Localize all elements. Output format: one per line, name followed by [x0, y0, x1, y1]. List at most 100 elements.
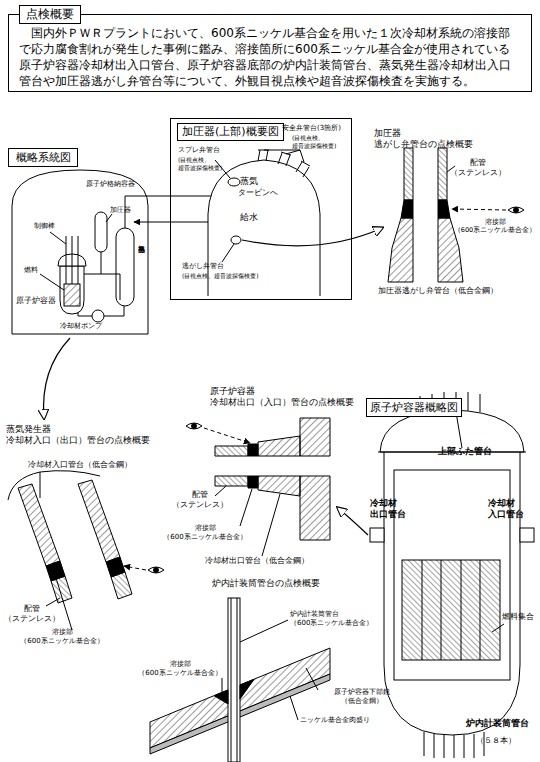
incore-nozzle-section-part — [306, 668, 318, 690]
system-sketch-part — [78, 312, 92, 316]
sg-nozzle-section-part — [111, 572, 132, 599]
relief-nozzle-section-part — [514, 208, 519, 213]
reactor-vessel-sketch-part — [520, 528, 534, 542]
flow-label: タービンへ — [238, 188, 278, 198]
summary-box: 点検概要国内外ＰＷＲプラントにおいて、600系ニッケル基合金を用いた１次冷却材系… — [8, 14, 532, 92]
part-label: 制御棒 — [34, 222, 55, 231]
material-label: 溶接部 （600系ニッケル基合金） — [7, 628, 117, 646]
part-label: 冷却材 入口管台 — [488, 498, 540, 521]
vessel-nozzle-section-part — [240, 489, 252, 526]
part-label: 炉内計装筒管台 — [466, 718, 529, 729]
part-label: 加圧器 — [110, 206, 131, 215]
material-label: ニッケル基合金肉盛り — [300, 716, 370, 725]
material-label: 溶接部 （600系ニッケル基合金） — [125, 660, 235, 678]
material-label: 原子炉容器下部鏡 （低合金鋼） — [312, 688, 412, 706]
vessel-nozzle-section-part — [262, 494, 280, 556]
relief-nozzle-section — [388, 148, 524, 282]
pressurizer-sketch-part — [296, 161, 310, 177]
system-sketch-part — [12, 170, 148, 334]
vessel-nozzle-section-part — [248, 444, 258, 456]
incore-nozzle-section-part — [228, 598, 240, 762]
vessel-nozzle-section-part — [204, 428, 250, 443]
incore-nozzle-section-part — [240, 679, 254, 699]
detail-title: 蒸気発生器 冷却材入口（出口）管台の点検概要 — [6, 424, 196, 447]
reactor-vessel-sketch-part — [468, 392, 469, 411]
inspection-note: (目視点検、 超音波探傷検査) — [292, 134, 350, 149]
panel-tag: 概略系統図 — [8, 148, 78, 167]
system-sketch-part — [95, 212, 107, 252]
material-label: 炉内計装筒管台 （600系ニッケル基合金） — [290, 610, 420, 628]
relief-nozzle-section-part — [452, 209, 506, 210]
detail-title: 加圧器 逃がし弁管台の点検概要 — [374, 128, 524, 151]
reactor-vessel-sketch-part — [461, 560, 462, 660]
detail-title: 原子炉容器 冷却材出口（入口）管台の点検概要 — [210, 386, 410, 409]
callout-arrow — [338, 508, 368, 535]
callout-arrow — [44, 338, 70, 418]
material-label: 冷却材出口管台（低合金鋼） — [205, 556, 309, 566]
system-sketch-part — [92, 310, 104, 322]
reactor-vessel-sketch-part — [434, 734, 435, 758]
incore-nozzle-section-part — [290, 696, 298, 720]
sg-nozzle-section-part — [51, 576, 72, 603]
summary-text: 国内外ＰＷＲプラントにおいて、600系ニッケル基合金を用いた１次冷却材系統の溶接… — [9, 15, 531, 89]
material-label: 配管 （ステンレス） — [160, 490, 240, 510]
pressurizer-sketch-part — [278, 152, 291, 166]
part-label: 原子炉格納容器 — [86, 180, 135, 189]
reactor-vessel-sketch-part — [492, 624, 504, 632]
relief-nozzle-section-part — [508, 207, 524, 213]
reactor-vessel-sketch — [370, 392, 534, 758]
vessel-nozzle-section-part — [258, 476, 300, 496]
system-sketch-part — [104, 306, 124, 316]
pressurizer-sketch-part — [264, 150, 304, 162]
system-sketch-part — [72, 236, 73, 284]
material-label: 冷却材入口管台（低合金鋼） — [28, 460, 132, 470]
vessel-nozzle-section-part — [300, 418, 330, 456]
part-label: スプレ弁管台 — [178, 146, 220, 155]
panel-title: 加圧器(上部)概要図 — [177, 123, 284, 141]
vessel-nozzle-section-part — [215, 486, 226, 496]
incore-nozzle-section-part — [237, 598, 238, 762]
inspection-note: (目視点検、超音波探傷検査) — [182, 272, 259, 280]
reactor-vessel-sketch-part — [480, 394, 481, 412]
system-sketch-part — [50, 232, 66, 244]
reactor-vessel-sketch-part — [422, 560, 423, 660]
sg-nozzle-section-part — [124, 566, 146, 570]
system-sketch-part — [78, 236, 79, 284]
incore-nozzle-section-part — [231, 598, 232, 762]
reactor-vessel-sketch-part — [474, 734, 475, 758]
system-sketch-part — [106, 214, 112, 222]
sg-nozzle-section-part — [148, 567, 164, 573]
flow-label: 給水 — [240, 212, 258, 223]
relief-nozzle-section-part — [401, 200, 413, 218]
box-heading: 点検概要 — [19, 5, 81, 24]
vessel-nozzle-section-part — [186, 423, 202, 429]
material-label: 溶接部 （600系ニッケル基合金） — [440, 218, 540, 234]
reactor-vessel-sketch-part — [456, 412, 462, 448]
sg-nozzle-section-part — [78, 480, 120, 562]
material-label: 加圧器逃がし弁管台（低合金鋼） — [378, 286, 498, 296]
vessel-nozzle-section-part — [258, 436, 300, 456]
reactor-vessel-sketch-part — [402, 560, 500, 660]
part-label: 上部ふた管台 — [438, 446, 492, 457]
pressurizer-sketch-part — [222, 244, 234, 262]
vessel-nozzle-section-part — [192, 424, 197, 429]
pressurizer-sketch-part — [228, 178, 240, 186]
relief-nozzle-section-part — [438, 200, 450, 218]
reactor-vessel-sketch-part — [384, 452, 520, 735]
part-label: 逃がし弁管台 — [182, 262, 224, 271]
vessel-nozzle-section-part — [215, 476, 248, 486]
part-label: 冷却材ポンプ — [60, 322, 102, 331]
sg-nozzle-section-part — [8, 471, 100, 500]
incore-nozzle-section-part — [240, 620, 288, 642]
part-label: 安全弁管台(3箇所) — [282, 124, 341, 133]
reactor-vessel-sketch-part — [454, 735, 455, 758]
vessel-nozzle-section-part — [248, 476, 258, 488]
sg-nozzle-section-part — [40, 472, 41, 498]
vessel-nozzle-section-part — [300, 476, 330, 540]
reactor-vessel-sketch-part — [370, 528, 384, 542]
system-sketch — [12, 170, 234, 334]
material-label: 溶接部 （600系ニッケル基合金） — [150, 524, 260, 542]
incore-nozzle-section-part — [214, 690, 228, 704]
